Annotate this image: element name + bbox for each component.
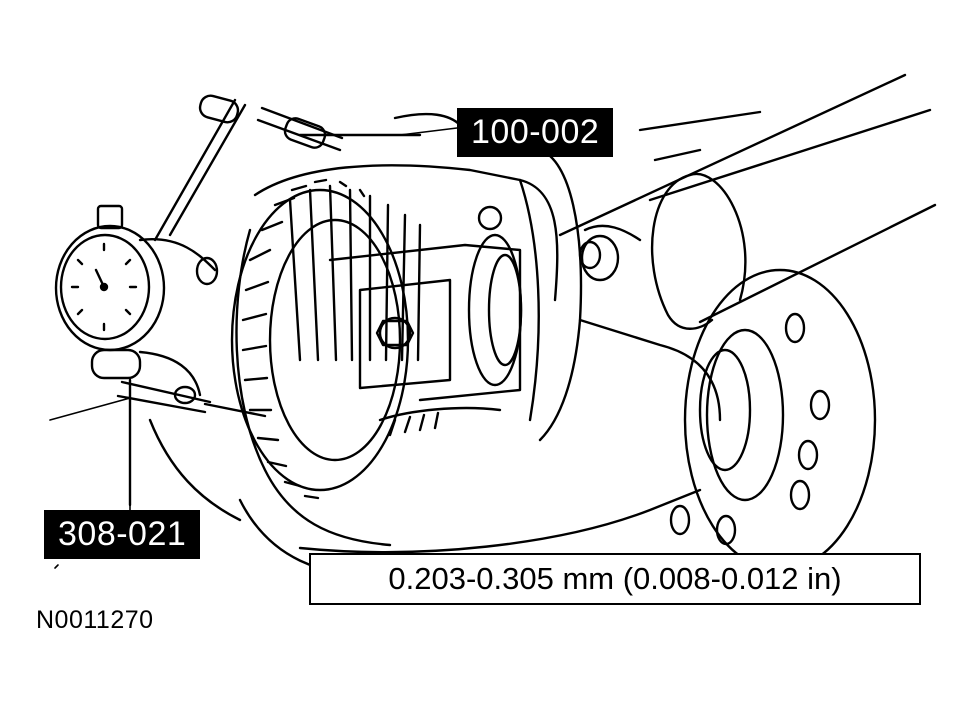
axle-flange [578,234,877,572]
ring-gear [230,178,422,500]
axle-tube [558,73,937,330]
dial-indicator-gauge [54,204,166,352]
tool-label-308-021: 308-021 [44,510,201,559]
backlash-specification-box: 0.203-0.305 mm (0.008-0.012 in) [309,553,921,605]
figure-id: N0011270 [36,606,154,634]
differential-case [328,205,523,437]
backlash-specification-text: 0.203-0.305 mm (0.008-0.012 in) [388,561,842,596]
carrier-housing [148,110,762,582]
tool-label-100-002: 100-002 [457,108,614,157]
magnetic-base-plunger [90,348,267,507]
dial-indicator-arm [138,94,344,286]
